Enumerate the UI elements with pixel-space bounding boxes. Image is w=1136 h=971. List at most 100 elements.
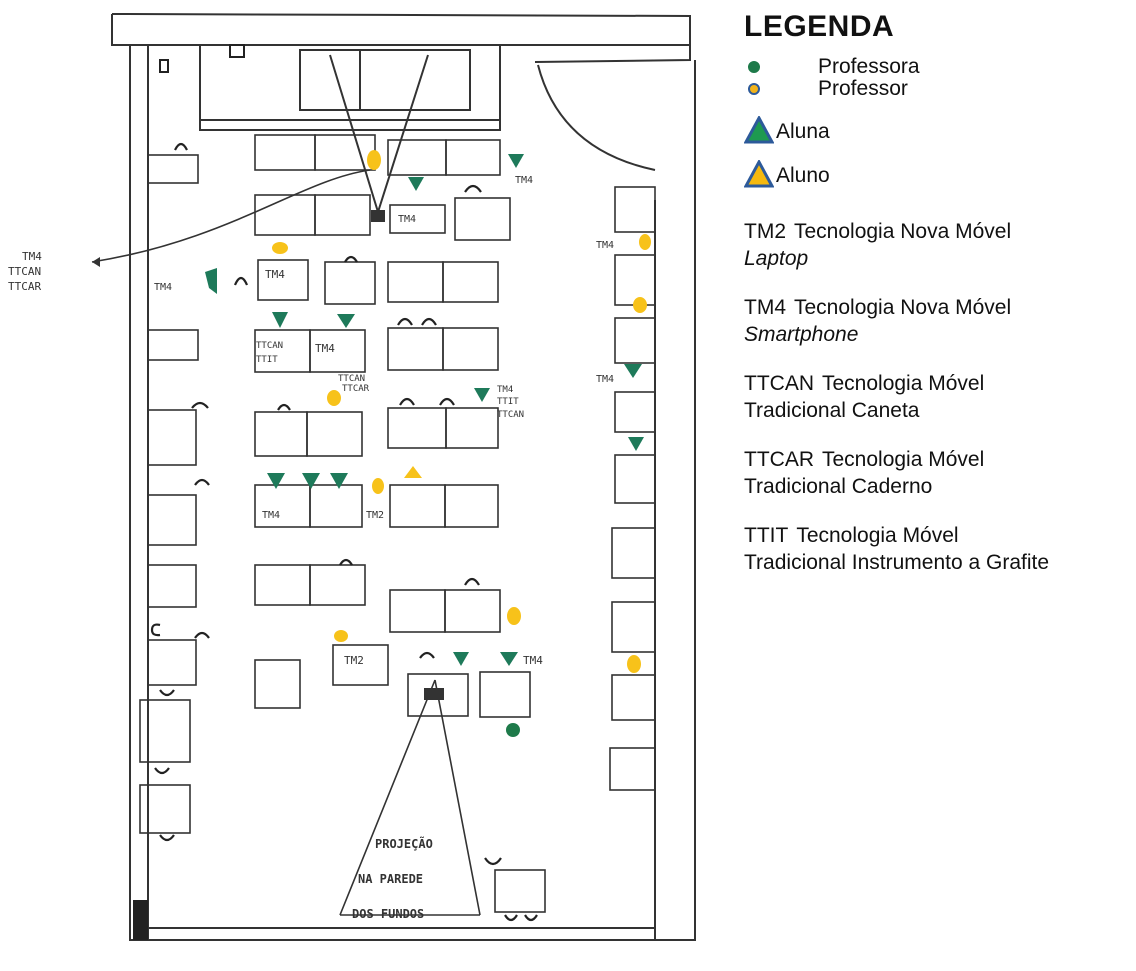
desk	[314, 194, 371, 236]
projection-text-line1: PROJEÇÃO	[375, 836, 433, 851]
desk	[611, 674, 656, 721]
aluno-marker	[633, 297, 647, 313]
yellow-circle-icon	[748, 83, 760, 95]
tm4-label: TM4	[523, 654, 543, 667]
aluna-marker	[500, 652, 518, 666]
empty-seat	[439, 397, 455, 406]
desk	[254, 329, 311, 373]
outlet-icon	[159, 59, 169, 73]
green-triangle-icon	[744, 116, 774, 144]
tm4-label: TM4	[262, 510, 280, 521]
tm4-label: TM4	[265, 268, 285, 281]
empty-seat	[233, 276, 249, 286]
ttcar-label: TTCAR	[342, 384, 370, 394]
tm4-label: TM4	[596, 374, 614, 385]
board-panel	[299, 49, 471, 111]
empty-seat	[174, 142, 188, 151]
aluna-marker	[337, 314, 355, 328]
ttcan-label: TTCAN	[497, 410, 524, 420]
definition-line2: Tradicional Instrumento a Grafite	[744, 551, 1050, 574]
legend-label: Professor	[818, 77, 908, 100]
desk	[442, 327, 499, 371]
desk	[257, 259, 309, 301]
aluna-marker	[267, 473, 285, 489]
aluna-marker	[205, 268, 217, 294]
empty-seat	[484, 857, 502, 866]
desk	[609, 747, 656, 791]
empty-seat	[399, 397, 415, 406]
empty-seat	[504, 914, 518, 922]
desk	[387, 407, 447, 449]
aluno-marker	[372, 478, 384, 494]
empty-seat	[150, 623, 161, 637]
desk	[444, 484, 499, 528]
aluno-marker	[627, 655, 641, 673]
definition-line1: Tecnologia Móvel	[796, 524, 959, 547]
classroom-floor-plan: TM4 TTCAN TTCAR TM4 TM4 TM4 TM4 TM4 TTCA…	[8, 13, 696, 941]
desk	[147, 409, 197, 466]
empty-seat	[339, 558, 353, 566]
legend-panel: LEGENDA Professora Professor Aluna Aluno…	[744, 10, 1134, 576]
desk	[445, 139, 501, 176]
legend-professora: Professora	[744, 55, 1134, 78]
projection-text-line3: DOS FUNDOS	[352, 907, 424, 921]
outside-note-line3: TTCAR	[8, 280, 41, 293]
definition-code: TM2	[744, 220, 786, 243]
definition-line1: Tecnologia Nova Móvel	[794, 296, 1012, 319]
empty-seat	[524, 914, 538, 922]
tm2-label: TM2	[366, 510, 384, 521]
desk	[387, 139, 447, 176]
desk	[479, 671, 531, 718]
desk	[614, 186, 656, 233]
aluno-marker	[334, 630, 348, 642]
desk	[306, 411, 363, 457]
empty-seat	[464, 184, 482, 193]
projection-text-line2: NA PAREDE	[358, 872, 423, 886]
desk	[614, 317, 656, 364]
empty-seat	[397, 317, 413, 326]
aluna-marker	[330, 473, 348, 489]
aluno-marker	[327, 390, 341, 406]
projector-icon	[371, 210, 385, 222]
tm2-label: TM2	[344, 654, 364, 667]
desk	[445, 407, 499, 449]
switch-icon	[229, 44, 245, 58]
desk	[147, 154, 199, 184]
ttcan-label: TTCAN	[338, 374, 365, 384]
desk	[614, 454, 656, 504]
definition-line1: Tecnologia Nova Móvel	[794, 220, 1012, 243]
empty-seat	[421, 317, 437, 326]
desk	[147, 494, 197, 546]
aluna-marker	[628, 437, 644, 451]
empty-seat	[464, 577, 480, 586]
desk	[314, 134, 376, 171]
aluna-marker	[453, 652, 469, 666]
desk	[389, 589, 446, 633]
desk	[309, 484, 363, 528]
definition-code: TTIT	[744, 524, 789, 547]
aluna-marker	[474, 388, 490, 402]
desk	[611, 527, 656, 579]
desk	[147, 639, 197, 686]
desk	[494, 869, 546, 913]
desk	[254, 564, 311, 606]
definition-line1: Tecnologia Móvel	[822, 372, 985, 395]
tm4-label: TM4	[154, 282, 172, 293]
outside-note-line2: TTCAN	[8, 265, 41, 278]
aluno-marker	[404, 466, 422, 478]
yellow-triangle-icon	[744, 160, 774, 188]
empty-seat	[344, 255, 358, 263]
aluna-marker	[508, 154, 524, 168]
definition-ttit: TTIT Tecnologia Móvel Tradicional Instrum…	[744, 522, 1134, 576]
desk	[444, 589, 501, 633]
empty-seat	[277, 403, 291, 411]
desk	[387, 327, 444, 371]
legend-label: Aluna	[776, 120, 830, 143]
outside-note-line1: TM4	[22, 250, 42, 263]
legend-title: LEGENDA	[744, 10, 895, 43]
empty-seat	[154, 767, 170, 775]
